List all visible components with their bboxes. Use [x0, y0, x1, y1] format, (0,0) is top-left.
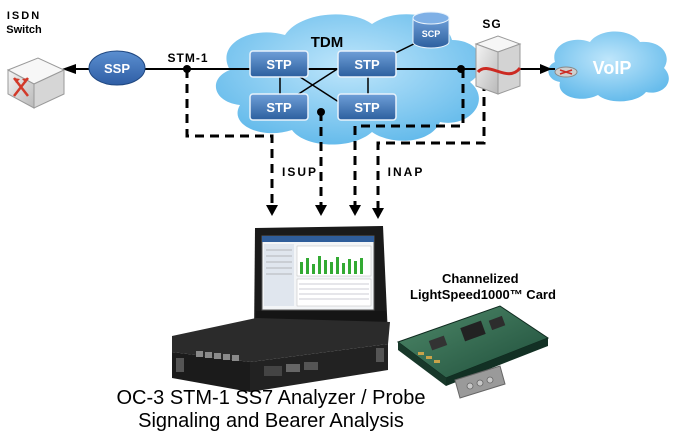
stp-node-2: STP: [337, 50, 397, 78]
monitor-arrowheads: [266, 205, 384, 219]
stp-label: STP: [266, 57, 292, 72]
tdm-label: TDM: [311, 34, 344, 51]
card-label-line1: Channelized: [442, 271, 519, 286]
analyzer-ports: [196, 351, 239, 361]
isdn-label-line2: Switch: [6, 24, 42, 36]
caption-line2: Signaling and Bearer Analysis: [138, 410, 404, 432]
voip-arrowhead: [540, 64, 552, 74]
scp-label: SCP: [422, 29, 441, 39]
sg-label: SG: [482, 17, 501, 31]
stp-label: STP: [266, 100, 292, 115]
inap-label: INAP: [388, 165, 425, 179]
stm1-label: STM-1: [168, 51, 209, 65]
caption-line1: OC-3 STM-1 SS7 Analyzer / Probe: [116, 387, 425, 409]
monitor-links: [185, 52, 486, 208]
sg-device-icon: [474, 35, 522, 95]
stp-label: STP: [354, 57, 380, 72]
voip-label: VoIP: [593, 58, 632, 78]
stp-node-4: STP: [337, 93, 397, 121]
ssp-node: SSP: [88, 50, 146, 86]
stp-label: STP: [354, 100, 380, 115]
isdn-label-line1: ISDN: [7, 10, 41, 22]
isdn-switch-icon: [6, 57, 66, 109]
analyzer-device: [172, 226, 390, 392]
ssp-label: SSP: [104, 61, 130, 76]
scp-database: SCP: [412, 11, 450, 49]
lightspeed-card-image: [396, 305, 550, 399]
voip-cloud: [548, 31, 669, 102]
stp-node-3: STP: [249, 93, 309, 121]
isup-label: ISUP: [282, 165, 318, 179]
stp-node-1: STP: [249, 50, 309, 78]
voip-router-icon: [554, 66, 578, 78]
card-label-line2: LightSpeed1000™ Card: [410, 287, 556, 302]
isdn-arrowhead: [62, 64, 76, 74]
